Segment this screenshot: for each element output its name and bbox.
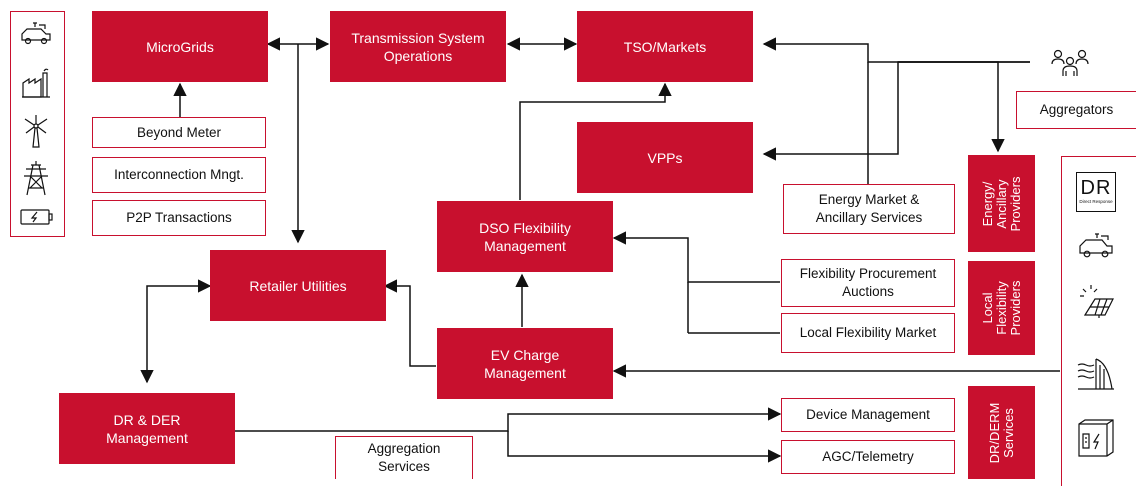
interconnection-mngt-box[interactable]: Interconnection Mngt. <box>92 157 266 193</box>
solar-panel-icon <box>1077 283 1115 324</box>
p2p-transactions-box[interactable]: P2P Transactions <box>92 200 266 236</box>
aggregation-services-box[interactable]: Aggregation Services <box>335 436 473 479</box>
vpps-box[interactable]: VPPs <box>577 122 753 193</box>
left-icon-panel <box>10 11 65 237</box>
aggregators-box[interactable]: Aggregators <box>1016 91 1136 129</box>
energy-ancillary-providers-box[interactable]: Energy/ Ancillary Providers <box>968 155 1035 252</box>
ev-car-icon <box>1077 233 1115 264</box>
wind-turbine-icon <box>23 114 49 153</box>
retailer-utilities-box[interactable]: Retailer Utilities <box>210 250 386 321</box>
local-flexibility-providers-label: Local Flexibility Providers <box>979 280 1023 336</box>
transmission-system-operations-box[interactable]: Transmission System Operations <box>330 11 506 82</box>
agc-telemetry-box[interactable]: AGC/Telemetry <box>781 440 955 474</box>
dr-derm-services-box[interactable]: DR/DERM Services <box>968 386 1035 479</box>
dr-der-management-box[interactable]: DR & DER Management <box>59 393 235 464</box>
transmission-tower-icon <box>21 160 51 201</box>
flexibility-procurement-auctions-box[interactable]: Flexibility Procurement Auctions <box>781 259 955 307</box>
local-flexibility-providers-box[interactable]: Local Flexibility Providers <box>968 261 1035 355</box>
battery-icon <box>20 208 54 231</box>
hydro-dam-icon <box>1076 355 1116 398</box>
ev-car-icon <box>19 22 53 51</box>
dr-derm-services-label: DR/DERM Services <box>986 402 1016 463</box>
dr-icon-sublabel: Direct Response <box>1079 199 1113 204</box>
dr-icon-label: DR <box>1080 177 1112 199</box>
energy-storage-icon <box>1077 418 1115 463</box>
local-flexibility-market-box[interactable]: Local Flexibility Market <box>781 313 955 353</box>
tso-markets-box[interactable]: TSO/Markets <box>577 11 753 82</box>
ev-charge-management-box[interactable]: EV Charge Management <box>437 328 613 399</box>
device-management-box[interactable]: Device Management <box>781 398 955 432</box>
factory-icon <box>21 67 51 104</box>
dr-icon: DR Direct Response <box>1076 172 1116 212</box>
energy-market-ancillary-services-box[interactable]: Energy Market & Ancillary Services <box>783 184 955 234</box>
energy-ancillary-providers-label: Energy/ Ancillary Providers <box>979 176 1023 231</box>
microgrids-box[interactable]: MicroGrids <box>92 11 268 82</box>
beyond-meter-box[interactable]: Beyond Meter <box>92 117 266 148</box>
dso-flexibility-management-box[interactable]: DSO Flexibility Management <box>437 201 613 272</box>
aggregators-people-icon <box>1050 48 1090 85</box>
